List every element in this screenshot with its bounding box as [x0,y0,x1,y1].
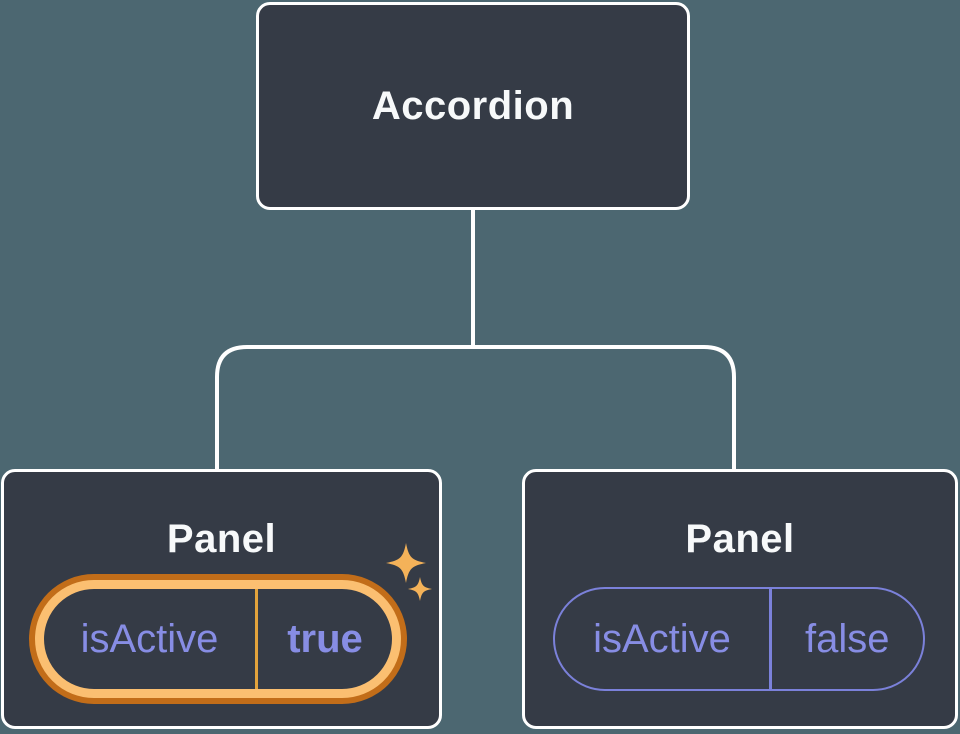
state-pill-active: isActive true [35,580,401,698]
state-key-label: isActive [593,617,731,661]
node-accordion: Accordion [256,2,690,210]
panel-label: Panel [166,517,277,561]
accordion-label: Accordion [371,84,575,128]
pill-divider [769,589,772,689]
state-key-label: isActive [80,617,219,661]
state-pill-inactive: isActive false [553,587,925,691]
panel-label: Panel [685,517,795,561]
state-value-label: false [805,617,890,661]
sparkles-icon [386,543,432,601]
state-value-label: true [287,617,363,661]
pill-divider [255,589,258,689]
